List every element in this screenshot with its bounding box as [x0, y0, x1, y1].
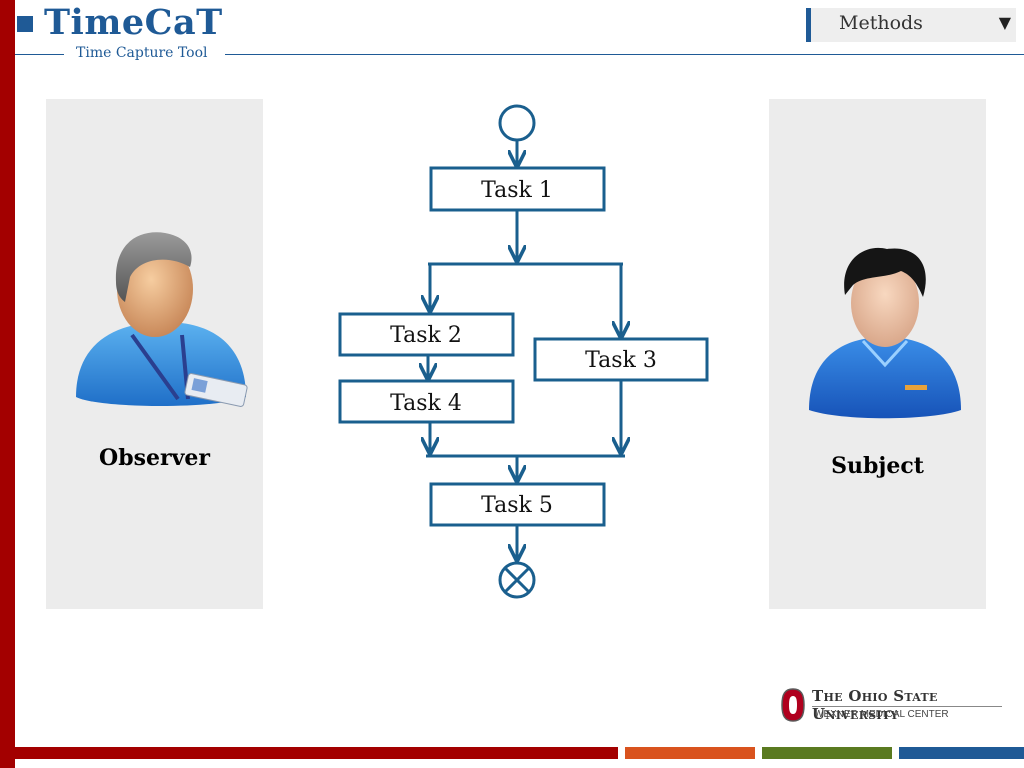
- end-node: [498, 561, 536, 599]
- app-subtitle: Time Capture Tool: [76, 45, 208, 61]
- logo-square-icon: [17, 16, 33, 32]
- header-divider-right: [225, 54, 1024, 55]
- subject-avatar-icon: [809, 247, 961, 419]
- observer-panel: Observer: [46, 99, 263, 609]
- left-accent-bar: [0, 0, 15, 768]
- chevron-down-icon: ▼: [998, 13, 1011, 32]
- footer-rule: [812, 706, 1002, 707]
- task1-label: Task 1: [481, 178, 553, 203]
- university-name: The Ohio State University: [812, 687, 938, 723]
- methods-dropdown-label: Methods: [839, 12, 923, 34]
- observer-avatar-icon: [76, 232, 248, 407]
- subject-label: Subject: [831, 453, 924, 479]
- bottom-bar-blue: [899, 747, 1024, 759]
- app-title: TimeCaT: [44, 2, 223, 43]
- task4-label: Task 4: [390, 391, 462, 416]
- subject-panel: Subject: [769, 99, 986, 609]
- task4-box: [338, 379, 515, 424]
- task2-label: Task 2: [390, 323, 462, 348]
- bottom-bar-green: [762, 747, 892, 759]
- end-node-cross-b: [503, 566, 531, 594]
- start-node: [498, 104, 536, 142]
- task5-label: Task 5: [481, 493, 553, 518]
- osu-block-o-icon: [781, 688, 805, 722]
- medical-center-name: WEXNER MEDICAL CENTER: [814, 709, 949, 720]
- bottom-bar-orange: [625, 747, 755, 759]
- header-divider-left: [15, 54, 64, 55]
- observer-label: Observer: [99, 445, 210, 471]
- methods-dropdown[interactable]: Methods ▼: [806, 8, 1016, 42]
- bottom-bar-red: [0, 747, 618, 759]
- task3-label: Task 3: [585, 348, 657, 373]
